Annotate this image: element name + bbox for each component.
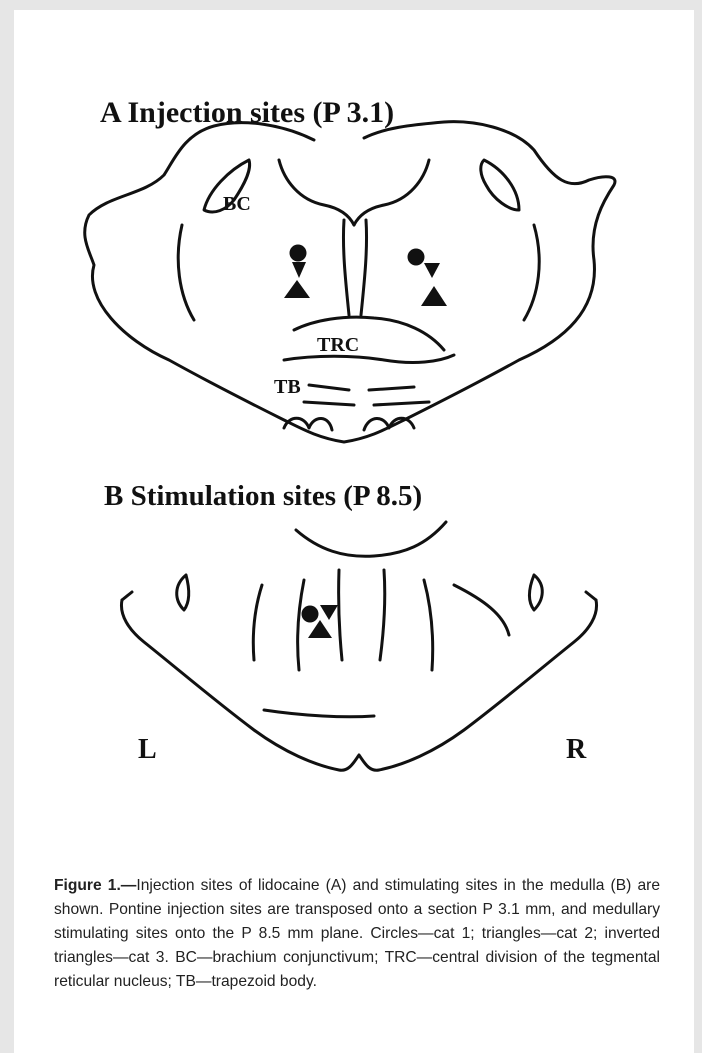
medulla-shape-left — [177, 575, 189, 610]
marker-cat3-a-right — [424, 263, 440, 278]
label-trc: TRC — [317, 334, 359, 357]
contour-line — [253, 585, 262, 660]
tb-fiber — [304, 402, 354, 405]
pyramid-right — [364, 418, 414, 430]
tb-fiber — [309, 385, 349, 390]
marker-cat3-a-left — [292, 262, 306, 278]
outline-hook-left — [122, 592, 132, 600]
raphe-line-right — [361, 220, 367, 315]
figure: A Injection sites (P 3.1) BC TRC TB B St… — [14, 10, 694, 830]
panel-a-title: A Injection sites (P 3.1) — [100, 96, 394, 130]
marker-cat1-a-right — [408, 249, 425, 266]
contour-line — [454, 585, 509, 635]
brain-section-drawings — [14, 10, 694, 830]
tb-fiber — [369, 387, 414, 390]
contour-line — [380, 570, 385, 660]
caption-text: Injection sites of lidocaine (A) and sti… — [54, 877, 660, 990]
contour-line — [339, 570, 342, 660]
trc-outline — [284, 355, 454, 362]
medulla-outline — [121, 600, 596, 770]
marker-cat2-a-right — [421, 286, 447, 306]
contour-line — [354, 160, 429, 225]
pons-outline — [85, 122, 615, 442]
caption-lead: Figure 1.— — [54, 877, 136, 894]
label-bc: BC — [223, 193, 251, 216]
contour-line — [178, 225, 194, 320]
contour-line — [298, 580, 304, 670]
label-right: R — [566, 734, 586, 766]
contour-line — [264, 710, 374, 717]
panel-b-title: B Stimulation sites (P 8.5) — [104, 480, 422, 513]
raphe-line-left — [343, 220, 349, 315]
marker-cat1-b — [302, 606, 319, 623]
contour-line — [424, 580, 433, 670]
label-tb: TB — [274, 376, 301, 399]
marker-cat1-a-left — [290, 245, 307, 262]
medulla-shape-right — [530, 575, 543, 610]
bc-right-shape — [481, 160, 519, 210]
marker-cat2-b — [308, 620, 332, 638]
figure-caption: Figure 1.—Injection sites of lidocaine (… — [54, 874, 660, 994]
contour-line — [524, 225, 539, 320]
contour-line — [279, 160, 354, 225]
marker-cat3-b — [320, 605, 338, 620]
figure-page: A Injection sites (P 3.1) BC TRC TB B St… — [14, 10, 694, 1053]
medulla-top-curve — [296, 522, 446, 556]
tb-fiber — [374, 402, 429, 405]
label-left: L — [138, 734, 157, 766]
outline-hook-right — [586, 592, 596, 600]
marker-cat2-a-left — [284, 280, 310, 298]
